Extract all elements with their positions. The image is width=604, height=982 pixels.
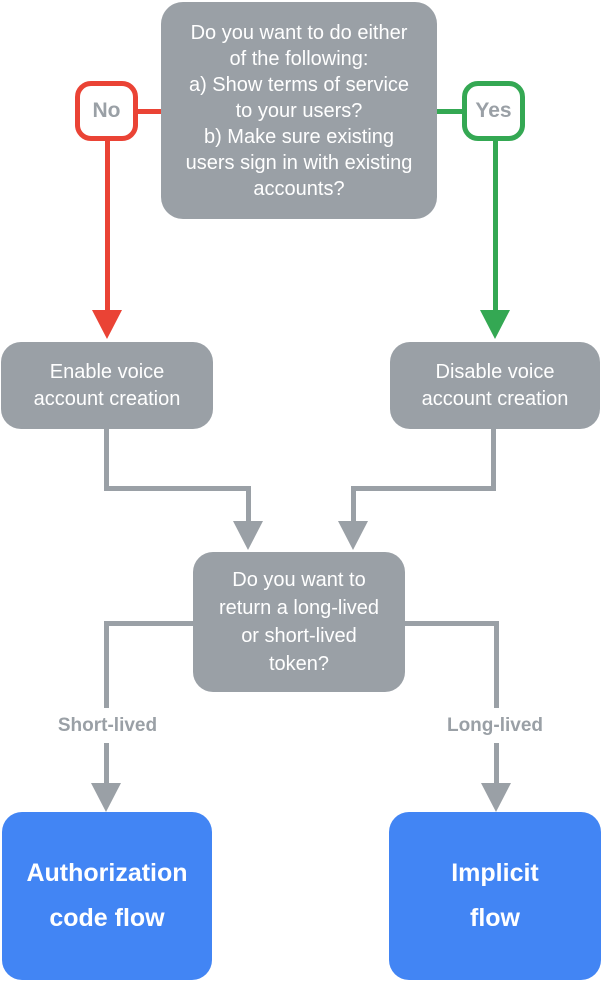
arrowhead-yes-icon	[480, 310, 510, 339]
arrowhead-long-lived-icon	[481, 783, 511, 812]
edge-enable-drop-line	[103, 429, 109, 491]
edge-label-short-lived: Short-lived	[23, 708, 192, 743]
text-line: Disable voice	[435, 360, 555, 383]
node-disable-voice-account-creation: Disable voice account creation	[390, 342, 600, 429]
text-line: Implicit	[451, 859, 539, 887]
text-line: b) Make sure existing	[203, 125, 395, 148]
node-authorization-code-flow: Authorization code flow	[2, 812, 212, 980]
node-start-question: Do you want to do either of the followin…	[161, 2, 437, 219]
text-line: Do you want to	[232, 569, 366, 591]
arrowhead-disable-icon	[338, 521, 368, 550]
text-line: Authorization	[26, 859, 188, 887]
text-line: users sign in with existing	[185, 151, 413, 174]
edge-label-long-lived: Long-lived	[410, 708, 580, 743]
text-line: account creation	[421, 387, 569, 410]
edge-long-lived-vertical-line	[493, 620, 499, 784]
text-line: of the following:	[229, 47, 369, 70]
edge-yes-horizontal-line	[437, 108, 462, 114]
text-line: token?	[268, 653, 330, 675]
edge-short-lived-vertical-line	[103, 620, 109, 784]
badge-yes-text: Yes	[475, 99, 512, 122]
text-line: account creation	[33, 387, 181, 410]
node-implicit-flow: Implicit flow	[389, 812, 601, 980]
edge-label-short-lived-text: Short-lived	[57, 714, 158, 736]
node-enable-voice-account-creation: Enable voice account creation	[1, 342, 213, 429]
edge-disable-into-question-line	[350, 486, 356, 522]
edge-disable-elbow-line	[350, 486, 496, 491]
badge-yes: Yes	[462, 81, 525, 141]
text-line: Enable voice	[49, 360, 165, 383]
arrowhead-short-lived-icon	[91, 783, 121, 812]
text-line: to your users?	[235, 99, 363, 122]
badge-no-text: No	[92, 99, 121, 122]
text-line: flow	[470, 904, 520, 932]
text-line: accounts?	[253, 177, 345, 200]
arrowhead-enable-icon	[233, 521, 263, 550]
edge-yes-vertical-line	[492, 141, 498, 310]
edge-no-vertical-line	[104, 141, 110, 310]
text-line: code flow	[49, 904, 165, 932]
node-token-lifetime-question: Do you want to return a long-lived or sh…	[193, 552, 405, 692]
arrowhead-no-icon	[92, 310, 122, 339]
edge-no-horizontal-line	[138, 108, 161, 114]
edge-short-lived-horizontal-line	[103, 620, 194, 626]
text-line: return a long-lived	[218, 597, 380, 619]
badge-no: No	[75, 81, 138, 141]
edge-disable-drop-line	[490, 429, 496, 491]
text-line: or short-lived	[241, 625, 357, 647]
edge-enable-into-question-line	[245, 486, 251, 522]
text-line: Do you want to do either	[190, 21, 408, 44]
edge-label-long-lived-text: Long-lived	[446, 714, 544, 736]
text-line: a) Show terms of service	[188, 73, 410, 96]
edge-long-lived-horizontal-line	[405, 620, 499, 626]
edge-enable-elbow-line	[103, 486, 251, 491]
